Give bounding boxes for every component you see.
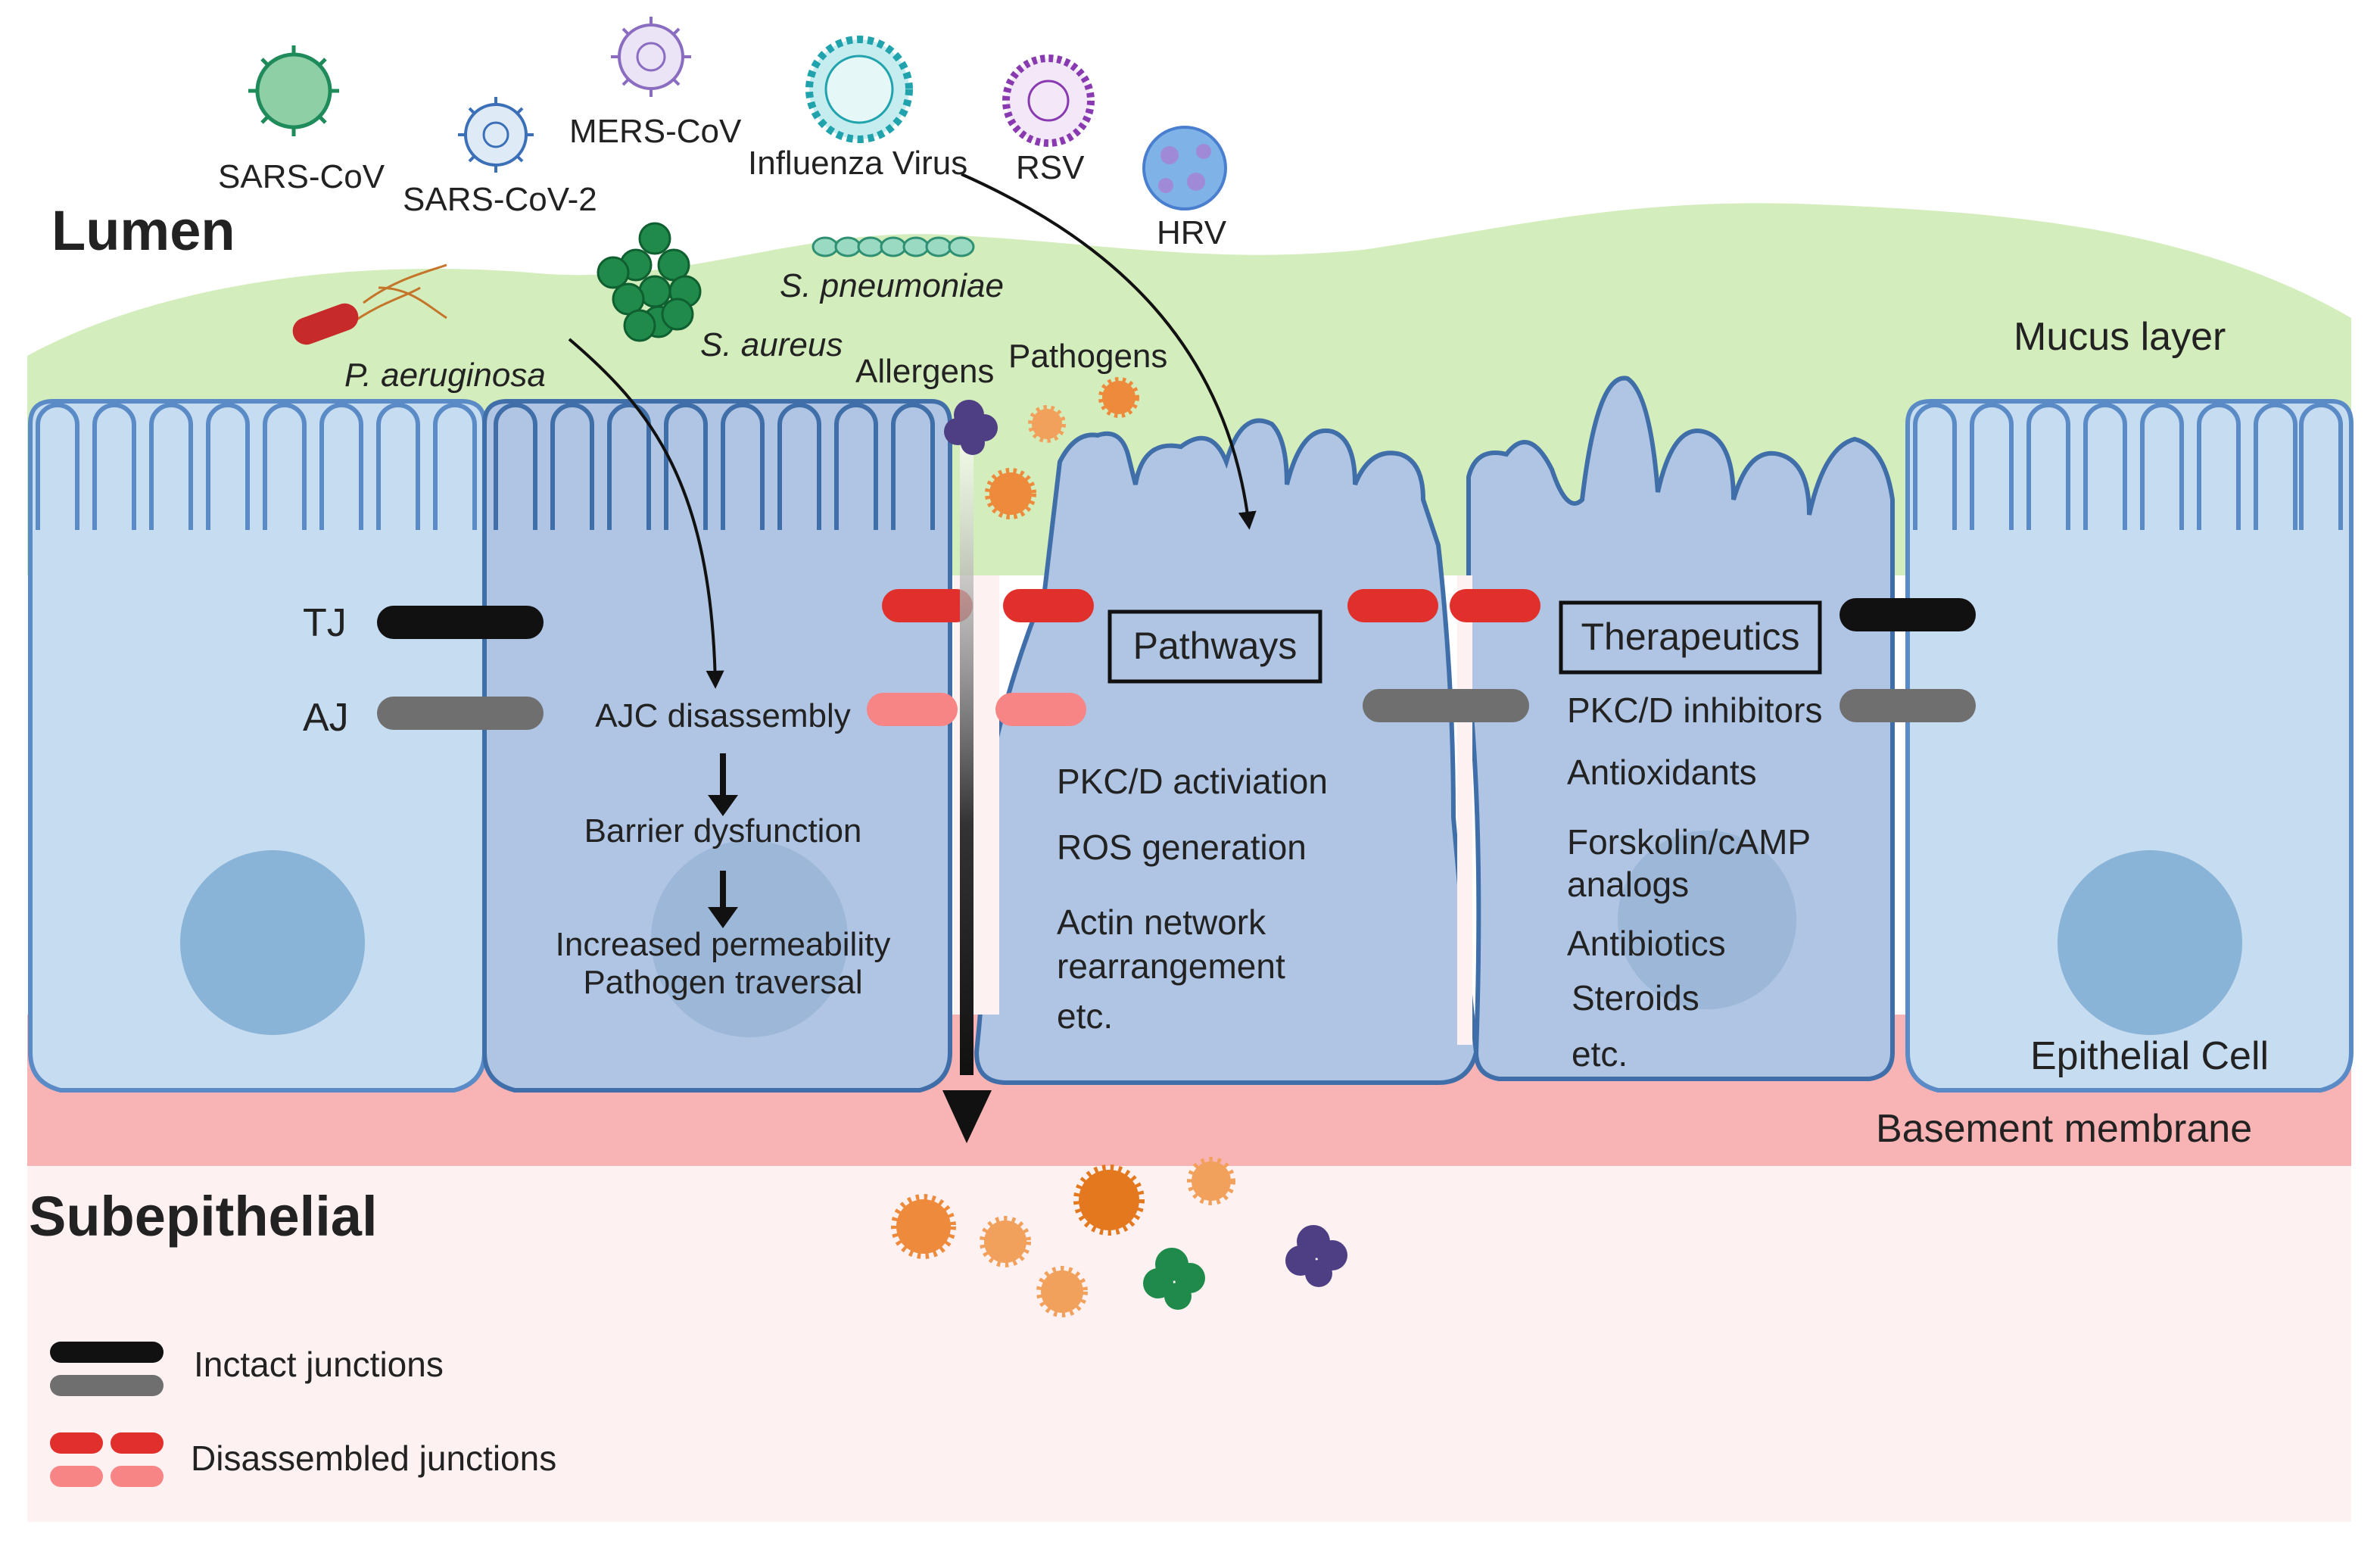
influenza-arrow <box>961 173 1257 530</box>
therapeutic-item: Steroids <box>1572 978 1699 1018</box>
coronavirus-icon <box>458 97 534 173</box>
legend-intact-tj-swatch <box>50 1342 164 1363</box>
therapeutic-item: Forskolin/cAMP <box>1567 822 1811 862</box>
allergen-icon <box>1143 1248 1205 1310</box>
legend-disassembled-label: Disassembled junctions <box>191 1439 556 1478</box>
paracellular-gap <box>1457 575 1472 1045</box>
pathway-item: Actin network <box>1057 902 1266 942</box>
sars-cov-2-label: SARS-CoV-2 <box>403 181 597 218</box>
tj-label: TJ <box>303 601 347 645</box>
epithelial-cell-1 <box>28 399 487 1093</box>
adherens-junction-disassembled <box>867 693 958 726</box>
pathway-item: PKC/D activiation <box>1057 762 1328 801</box>
pathogen-icon <box>985 377 1139 519</box>
tight-junction-intact <box>377 606 544 639</box>
influenza-virus-icon <box>805 36 913 143</box>
legend-intact-aj-swatch <box>50 1375 164 1396</box>
adherens-junction-disassembled <box>995 693 1086 726</box>
coronavirus-icon <box>248 45 339 136</box>
adherens-junction-intact <box>1840 689 1976 722</box>
cascade-step-3: Increased permeability <box>556 926 891 963</box>
mers-cov-label: MERS-CoV <box>569 113 742 150</box>
epithelial-cell-3 <box>973 418 1479 1085</box>
hrv-label: HRV <box>1157 214 1227 251</box>
traversal-arrow-head <box>942 1090 992 1143</box>
tight-junction-disassembled <box>1347 589 1438 622</box>
therapeutic-item: Antioxidants <box>1567 753 1757 792</box>
pathway-item: rearrangement <box>1057 946 1285 986</box>
rhinovirus-icon <box>1142 126 1227 210</box>
rsv-icon <box>1002 55 1095 147</box>
coccus-cluster-icon <box>597 222 702 342</box>
adherens-junction-intact <box>377 697 544 730</box>
therapeutic-item: analogs <box>1567 865 1689 904</box>
rsv-label: RSV <box>1016 149 1085 186</box>
pathways-title: Pathways <box>1133 625 1297 667</box>
bacillus-flagella-icon <box>292 263 447 345</box>
legend-disassembled-aj-swatch <box>50 1466 103 1487</box>
tight-junction-intact <box>1840 598 1976 631</box>
allergen-icon <box>944 400 998 455</box>
subepithelial-region <box>27 1151 2351 1522</box>
nucleus <box>651 840 848 1037</box>
subepithelial-label: Subepithelial <box>29 1185 378 1248</box>
aj-label: AJ <box>303 696 349 740</box>
allergen-icon <box>1285 1225 1347 1287</box>
sars-cov-label: SARS-CoV <box>218 158 385 195</box>
cascade-step-4: Pathogen traversal <box>583 964 862 1001</box>
epithelial-cell-4 <box>1466 376 1895 1081</box>
therapeutic-item: PKC/D inhibitors <box>1567 690 1822 730</box>
pathway-item: ROS generation <box>1057 828 1307 867</box>
cascade-step-1: AJC disassembly <box>595 697 850 734</box>
traversal-arrow-shaft <box>960 447 973 1075</box>
therapeutic-item: Antibiotics <box>1567 924 1726 963</box>
pathways-box <box>1107 609 1322 684</box>
epithelial-cell-2 <box>482 399 952 1093</box>
adherens-junction-intact <box>1363 689 1529 722</box>
p-aeruginosa-arrow <box>568 338 724 689</box>
legend: Inctact junctions Disassembled junctions <box>50 1342 556 1487</box>
coronavirus-icon <box>611 17 691 97</box>
nucleus <box>1618 831 1796 1009</box>
tight-junction-disassembled <box>882 589 973 622</box>
p-aeruginosa-label: P. aeruginosa <box>344 357 546 394</box>
legend-intact-label: Inctact junctions <box>194 1345 444 1384</box>
tight-junction-disassembled <box>1450 589 1540 622</box>
therapeutics-title: Therapeutics <box>1581 616 1799 658</box>
basement-membrane-label: Basement membrane <box>1876 1107 2252 1151</box>
nucleus <box>180 850 365 1035</box>
lumen-label: Lumen <box>51 199 235 262</box>
nucleus <box>2058 850 2242 1035</box>
allergens-label: Allergens <box>855 353 994 390</box>
tight-junction-disassembled <box>1003 589 1094 622</box>
s-aureus-label: S. aureus <box>700 326 843 363</box>
therapeutics-box <box>1559 600 1822 675</box>
pathogen-icon <box>891 1157 1235 1317</box>
cascade-step-2: Barrier dysfunction <box>584 812 862 849</box>
influenza-label: Influenza Virus <box>748 145 967 182</box>
epithelial-cell-label: Epithelial Cell <box>2030 1034 2269 1078</box>
therapeutic-item: etc. <box>1572 1034 1628 1074</box>
pathogens-label: Pathogens <box>1008 338 1167 375</box>
mucus-layer-label: Mucus layer <box>2014 315 2226 359</box>
s-pneumoniae-label: S. pneumoniae <box>780 267 1004 304</box>
legend-disassembled-tj-swatch <box>50 1432 103 1454</box>
epithelial-cell-5 <box>1905 399 2354 1093</box>
pathway-item: etc. <box>1057 996 1113 1036</box>
diplococcus-chain-icon <box>812 236 975 257</box>
